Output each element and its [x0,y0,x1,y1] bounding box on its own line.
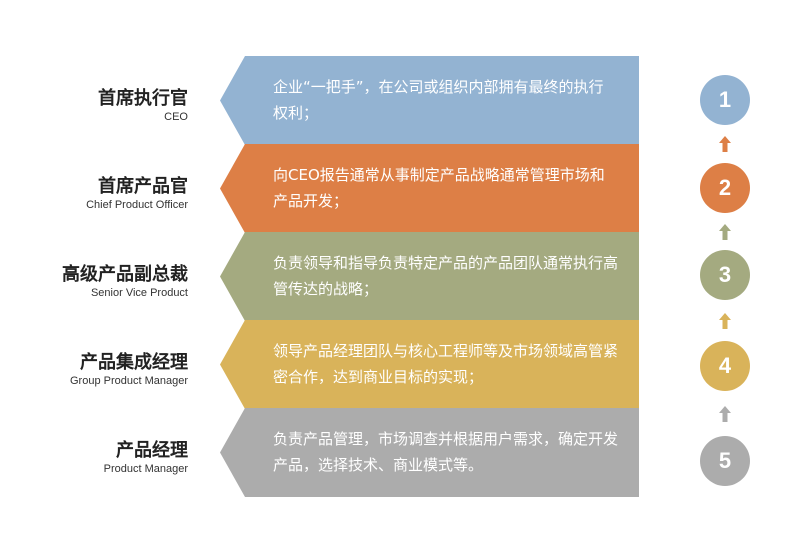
level-title: 首席产品官 [98,176,188,197]
level-band: 领导产品经理团队与核心工程师等及市场领域高管紧密合作，达到商业目标的实现； [220,320,639,409]
level-subtitle: CEO [164,111,188,123]
level-label: 产品经理 Product Manager [0,440,188,476]
level-description: 负责产品管理，市场调查并根据用户需求，确定开发产品，选择技术、商业模式等。 [273,430,619,474]
up-arrow-icon [719,136,731,152]
level-description: 负责领导和指导负责特定产品的产品团队通常执行高管传达的战略； [273,254,619,298]
level-description: 领导产品经理团队与核心工程师等及市场领域高管紧密合作，达到商业目标的实现； [273,342,619,386]
up-arrow-icon [719,405,731,422]
level-title: 产品集成经理 [80,352,188,373]
level-subtitle: Chief Product Officer [86,199,188,211]
level-description: 向CEO报告通常从事制定产品战略通常管理市场和产品开发； [273,166,605,210]
level-title: 首席执行官 [98,88,188,109]
level-title: 产品经理 [116,440,188,461]
level-label: 高级产品副总裁 Senior Vice Product [0,264,188,300]
up-arrow-icon [719,223,731,240]
level-band: 向CEO报告通常从事制定产品战略通常管理市场和产品开发； [220,144,639,233]
level-subtitle: Group Product Manager [69,375,188,387]
level-band: 负责领导和指导负责特定产品的产品团队通常执行高管传达的战略； [220,232,639,321]
level-band: 企业“一把手”，在公司或组织内部拥有最终的执行权利； [220,56,639,145]
level-number: 1 [718,87,732,112]
level-label: 产品集成经理 Group Product Manager [0,352,188,388]
level-number: 4 [718,353,732,378]
level-title: 高级产品副总裁 [62,264,188,285]
level-band: 负责产品管理，市场调查并根据用户需求，确定开发产品，选择技术、商业模式等。 [220,408,639,497]
level-description: 企业“一把手”，在公司或组织内部拥有最终的执行权利； [273,78,604,122]
level-number-circle: 4 [700,341,750,391]
level-number-circle: 1 [700,75,750,125]
level-number: 2 [718,175,732,200]
level-number-circle: 3 [700,250,750,300]
level-number-circle: 2 [700,163,750,213]
up-arrow-icon [719,312,731,329]
level-subtitle: Product Manager [103,463,188,475]
level-number-circle: 5 [700,436,750,486]
level-label: 首席产品官 Chief Product Officer [0,176,188,212]
level-number: 3 [718,262,732,287]
level-label: 首席执行官 CEO [0,88,188,124]
level-number: 5 [718,448,732,473]
level-subtitle: Senior Vice Product [90,287,188,299]
